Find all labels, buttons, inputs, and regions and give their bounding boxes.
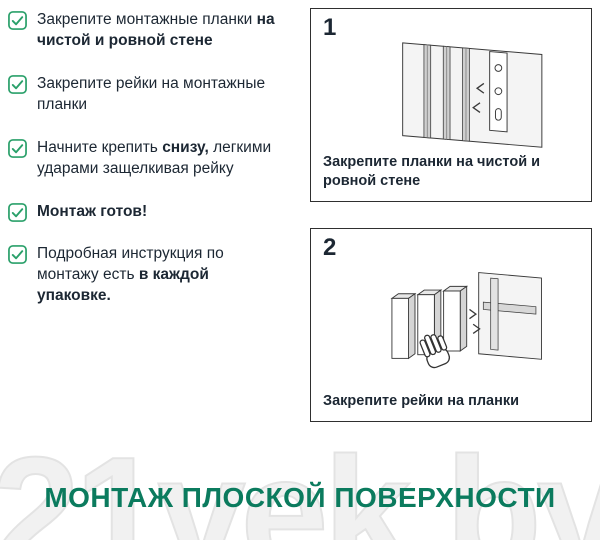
checkmark-icon [8,138,27,158]
checklist-item: Закрепите рейки на монтажные планки [8,74,298,116]
checkmark-icon [8,74,27,94]
checkmark-icon [8,11,27,30]
checklist-item: Монтаж готов! [8,202,298,223]
step-panels: 1 [310,8,592,540]
step-caption: Закрепите планки на чистой и ровной стен… [323,154,541,190]
step-panel-1: 1 [310,8,592,202]
checklist-item-text: Закрепите монтажные планки на чистой и р… [37,11,275,49]
checklist-item: Закрепите монтажные планки на чистой и р… [8,10,298,52]
checklist-item-text: Подробная инструкция по монтажу есть в к… [37,245,224,305]
step-number: 1 [323,14,337,41]
checkmark-icon [8,245,27,265]
step-panel-2: 2 [310,228,592,422]
checklist-item-text: Монтаж готов! [37,202,148,220]
checklist-item-text: Закрепите рейки на монтажные планки [37,74,266,113]
wall-planks-illustration [323,41,579,153]
checklist-item: Подробная инструкция по монтажу есть в к… [8,244,298,307]
page-title: МОНТАЖ ПЛОСКОЙ ПОВЕРХНОСТИ [44,482,556,513]
slats-hand-illustration [323,261,579,392]
checklist-item: Начните крепить снизу, легкими ударами з… [8,138,298,180]
checkmark-icon [8,202,27,222]
watermark: 21vek.by [0,425,600,540]
step-number: 2 [323,234,337,261]
checklist-item-text: Начните крепить снизу, легкими ударами з… [37,138,272,177]
step-caption: Закрепите рейки на планки [323,393,520,410]
checklist: Закрепите монтажные планки на чистой и р… [8,8,298,540]
